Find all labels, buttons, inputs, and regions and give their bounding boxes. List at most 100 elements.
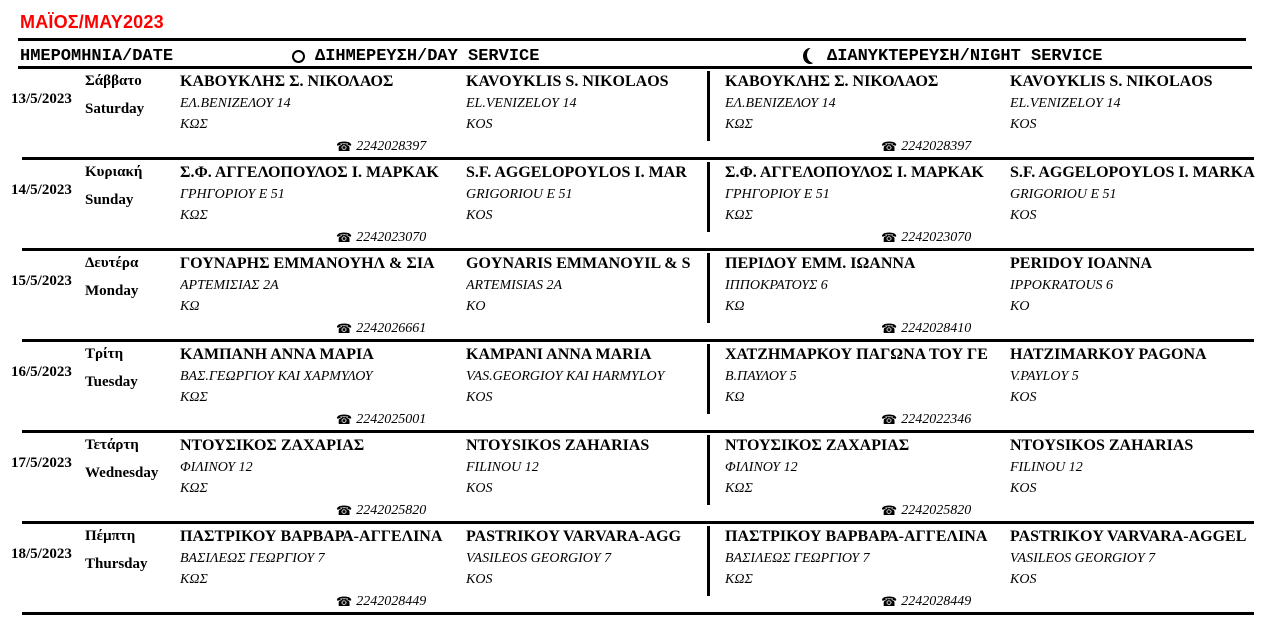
- pharmacy-city: KOS: [1010, 117, 1037, 132]
- pharmacy-cell: ΝΤΟΥΣΙΚΟΣ ΖΑΧΑΡΙΑΣ ΦΙΛΙΝΟΥ 12 ΚΩΣ: [180, 436, 462, 500]
- pharmacy-name: NTOYSIKOS ZAHARIAS: [1010, 437, 1194, 454]
- pharmacy-city: KOS: [1010, 481, 1037, 496]
- pharmacy-city: ΚΩΣ: [725, 572, 753, 587]
- row-date: 15/5/2023: [11, 273, 72, 289]
- pharmacy-name: ΚΑΒΟΥΚΛΗΣ Σ. ΝΙΚΟΛΑΟΣ: [725, 73, 939, 90]
- phone-icon: ☎: [881, 412, 898, 427]
- day-phone-number: 2242025001: [356, 412, 427, 427]
- column-divider: [707, 344, 710, 414]
- pharmacy-name: ΧΑΤΖΗΜΑΡΚΟΥ ΠΑΓΩΝΑ ΤΟΥ ΓΕ: [725, 346, 988, 363]
- row-day-english: Tuesday: [85, 374, 138, 390]
- night-phone: ☎ 2242025820: [881, 503, 971, 519]
- pharmacy-cell: NTOYSIKOS ZAHARIAS FILINOU 12 KOS: [1010, 436, 1272, 500]
- row-date: 17/5/2023: [11, 455, 72, 471]
- page-title: ΜΑΪΟΣ/MAY2023: [20, 12, 164, 32]
- pharmacy-name: ΝΤΟΥΣΙΚΟΣ ΖΑΧΑΡΙΑΣ: [725, 437, 910, 454]
- pharmacy-name: PERIDOY IOANNA: [1010, 255, 1153, 272]
- pharmacy-cell: ΠΑΣΤΡΙΚΟΥ ΒΑΡΒΑΡΑ-ΑΓΓΕΛΙΝΑ ΒΑΣΙΛΕΩΣ ΓΕΩΡ…: [725, 527, 1007, 591]
- pharmacy-address: VASILEOS GEORGIOY 7: [1010, 551, 1156, 566]
- pharmacy-city: ΚΩ: [725, 299, 745, 314]
- night-phone: ☎ 2242022346: [881, 412, 971, 428]
- pharmacy-city: ΚΩΣ: [180, 117, 208, 132]
- pharmacy-address: EL.VENIZELOY 14: [1010, 96, 1121, 111]
- phone-icon: ☎: [336, 139, 353, 154]
- pharmacy-name: KAVOYKLIS S. NIKOLAOS: [466, 73, 669, 90]
- row-divider: [22, 248, 1254, 251]
- pharmacy-name: KAVOYKLIS S. NIKOLAOS: [1010, 73, 1213, 90]
- pharmacy-city: KOS: [466, 390, 493, 405]
- pharmacy-city: ΚΩΣ: [180, 481, 208, 496]
- pharmacy-address: IPPOKRATOUS 6: [1010, 278, 1114, 293]
- day-phone: ☎ 2242025820: [336, 503, 426, 519]
- day-phone-number: 2242026661: [356, 321, 427, 336]
- pharmacy-name: Σ.Φ. ΑΓΓΕΛΟΠΟΥΛΟΣ Ι. ΜΑΡΚΑΚ: [725, 164, 984, 181]
- header-day-label: ΔΙΗΜΕΡΕΥΣΗ/DAY SERVICE: [315, 46, 540, 66]
- table-row: 15/5/2023 Δευτέρα Monday ΓΟΥΝΑΡΗΣ ΕΜΜΑΝΟ…: [0, 251, 1275, 342]
- pharmacy-name: NTOYSIKOS ZAHARIAS: [466, 437, 650, 454]
- row-date: 18/5/2023: [11, 546, 72, 562]
- pharmacy-name: HATZIMARKOY PAGONA: [1010, 346, 1207, 363]
- phone-icon: ☎: [881, 503, 898, 518]
- table-row: 13/5/2023 Σάββατο Saturday ΚΑΒΟΥΚΛΗΣ Σ. …: [0, 69, 1275, 160]
- pharmacy-cell: ΚΑΜΠΑΝΗ ΑΝΝΑ ΜΑΡΙΑ ΒΑΣ.ΓΕΩΡΓΙΟΥ ΚΑΙ ΧΑΡΜ…: [180, 345, 462, 409]
- pharmacy-address: GRIGORIOU E 51: [466, 187, 573, 202]
- pharmacy-cell: Σ.Φ. ΑΓΓΕΛΟΠΟΥΛΟΣ Ι. ΜΑΡΚΑΚ ΓΡΗΓΟΡΙΟΥ Ε …: [725, 163, 1007, 227]
- header-date: ΗΜΕΡΟΜΗΝΙΑ/DATE: [20, 45, 173, 67]
- row-date: 13/5/2023: [11, 91, 72, 107]
- pharmacy-address: EL.VENIZELOY 14: [466, 96, 577, 111]
- pharmacy-cell: PERIDOY IOANNA IPPOKRATOUS 6 KO: [1010, 254, 1272, 318]
- row-day-english: Saturday: [85, 101, 145, 117]
- row-day-greek: Τρίτη: [85, 346, 124, 362]
- phone-icon: ☎: [336, 230, 353, 245]
- pharmacy-cell: ΠΑΣΤΡΙΚΟΥ ΒΑΡΒΑΡΑ-ΑΓΓΕΛΙΝΑ ΒΑΣΙΛΕΩΣ ΓΕΩΡ…: [180, 527, 462, 591]
- phone-icon: ☎: [881, 230, 898, 245]
- sun-icon: [292, 49, 305, 63]
- row-day-english: Wednesday: [85, 465, 159, 481]
- pharmacy-address: FILINOU 12: [1010, 460, 1083, 475]
- row-day-english: Thursday: [85, 556, 148, 572]
- header-night-label: ΔΙΑΝΥΚΤΕΡΕΥΣΗ/NIGHT SERVICE: [827, 46, 1103, 66]
- pharmacy-name: ΚΑΜΠΑΝΗ ΑΝΝΑ ΜΑΡΙΑ: [180, 346, 374, 363]
- table-row: 16/5/2023 Τρίτη Tuesday ΚΑΜΠΑΝΗ ΑΝΝΑ ΜΑΡ…: [0, 342, 1275, 433]
- header-night-service: ΔΙΑΝΥΚΤΕΡΕΥΣΗ/NIGHT SERVICE: [803, 45, 1102, 67]
- pharmacy-city: ΚΩΣ: [725, 117, 753, 132]
- pharmacy-address: ΙΠΠΟΚΡΑΤΟΥΣ 6: [725, 278, 828, 293]
- pharmacy-cell: ΝΤΟΥΣΙΚΟΣ ΖΑΧΑΡΙΑΣ ΦΙΛΙΝΟΥ 12 ΚΩΣ: [725, 436, 1007, 500]
- night-phone-number: 2242025820: [901, 503, 972, 518]
- pharmacy-city: ΚΩΣ: [725, 481, 753, 496]
- day-phone-number: 2242025820: [356, 503, 427, 518]
- schedule-table: 13/5/2023 Σάββατο Saturday ΚΑΒΟΥΚΛΗΣ Σ. …: [0, 69, 1275, 615]
- pharmacy-cell: ΧΑΤΖΗΜΑΡΚΟΥ ΠΑΓΩΝΑ ΤΟΥ ΓΕ Β.ΠΑΥΛΟΥ 5 ΚΩ: [725, 345, 1007, 409]
- pharmacy-cell: ΚΑΒΟΥΚΛΗΣ Σ. ΝΙΚΟΛΑΟΣ ΕΛ.ΒΕΝΙΖΕΛΟΥ 14 ΚΩ…: [725, 72, 1007, 136]
- row-day-greek: Πέμπτη: [85, 528, 136, 544]
- pharmacy-cell: ΚΑΒΟΥΚΛΗΣ Σ. ΝΙΚΟΛΑΟΣ ΕΛ.ΒΕΝΙΖΕΛΟΥ 14 ΚΩ…: [180, 72, 462, 136]
- night-phone: ☎ 2242028410: [881, 321, 971, 337]
- header-date-label: ΗΜΕΡΟΜΗΝΙΑ/DATE: [20, 46, 174, 66]
- pharmacy-cell: ΠΕΡΙΔΟΥ ΕΜΜ. ΙΩΑΝΝΑ ΙΠΠΟΚΡΑΤΟΥΣ 6 ΚΩ: [725, 254, 1007, 318]
- night-phone-number: 2242023070: [901, 230, 972, 245]
- night-phone-number: 2242028449: [901, 594, 972, 609]
- night-phone: ☎ 2242028449: [881, 594, 971, 610]
- pharmacy-address: ΑΡΤΕΜΙΣΙΑΣ 2Α: [180, 278, 279, 293]
- day-phone: ☎ 2242028449: [336, 594, 426, 610]
- pharmacy-cell: KAMPANI ANNA MARIA VAS.GEORGIOY KAI HARM…: [466, 345, 704, 409]
- pharmacy-cell: S.F. AGGELOPOYLOS I. MAR GRIGORIOU E 51 …: [466, 163, 704, 227]
- phone-icon: ☎: [336, 503, 353, 518]
- table-row: 14/5/2023 Κυριακή Sunday Σ.Φ. ΑΓΓΕΛΟΠΟΥΛ…: [0, 160, 1275, 251]
- pharmacy-name: S.F. AGGELOPOYLOS I. MARKA: [1010, 164, 1255, 181]
- row-date: 14/5/2023: [11, 182, 72, 198]
- pharmacy-name: PASTRIKOY VARVARA-AGGEL: [1010, 528, 1247, 545]
- pharmacy-city: KOS: [466, 572, 493, 587]
- pharmacy-cell: KAVOYKLIS S. NIKOLAOS EL.VENIZELOY 14 KO…: [466, 72, 704, 136]
- day-phone-number: 2242028449: [356, 594, 427, 609]
- pharmacy-name: ΠΑΣΤΡΙΚΟΥ ΒΑΡΒΑΡΑ-ΑΓΓΕΛΙΝΑ: [180, 528, 443, 545]
- pharmacy-city: ΚΩ: [725, 390, 745, 405]
- pharmacy-city: ΚΩΣ: [725, 208, 753, 223]
- row-divider: [22, 612, 1254, 615]
- pharmacy-cell: GOYNARIS EMMANOYIL & S ARTEMISIAS 2A KO: [466, 254, 704, 318]
- pharmacy-city: KO: [1010, 299, 1030, 314]
- pharmacy-name: ΠΑΣΤΡΙΚΟΥ ΒΑΡΒΑΡΑ-ΑΓΓΕΛΙΝΑ: [725, 528, 988, 545]
- row-day-english: Sunday: [85, 192, 134, 208]
- night-phone-number: 2242028397: [901, 139, 972, 154]
- day-phone: ☎ 2242028397: [336, 139, 426, 155]
